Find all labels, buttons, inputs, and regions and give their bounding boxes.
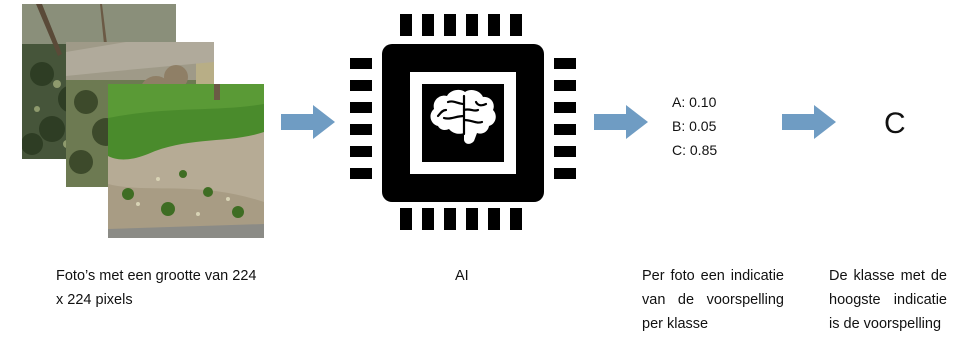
probability-c: C: 0.85 (672, 142, 718, 158)
brain-icon (430, 89, 496, 144)
probability-b: B: 0.05 (672, 118, 717, 134)
caption-ai: AI (455, 268, 469, 284)
caption-class: De klasse met de hoogste indicatie is de… (829, 268, 947, 332)
brain-chip-icon (350, 14, 576, 230)
arrow-2-shape (594, 105, 648, 139)
probability-list: A: 0.10 B: 0.05 C: 0.85 (672, 90, 717, 162)
photo-front (108, 84, 264, 238)
arrow-1-shape (281, 105, 335, 139)
caption-photos: Foto’s met een grootte van 224 x 224 pix… (56, 268, 257, 308)
probability-a: A: 0.10 (672, 94, 717, 110)
arrow-1 (281, 105, 335, 139)
arrow-3-shape (782, 105, 836, 139)
arrow-3 (782, 105, 836, 139)
caption-probabilities: Per foto een indicatie van de voorspelli… (642, 268, 784, 332)
arrow-2 (594, 105, 648, 139)
predicted-class: C (884, 107, 906, 140)
